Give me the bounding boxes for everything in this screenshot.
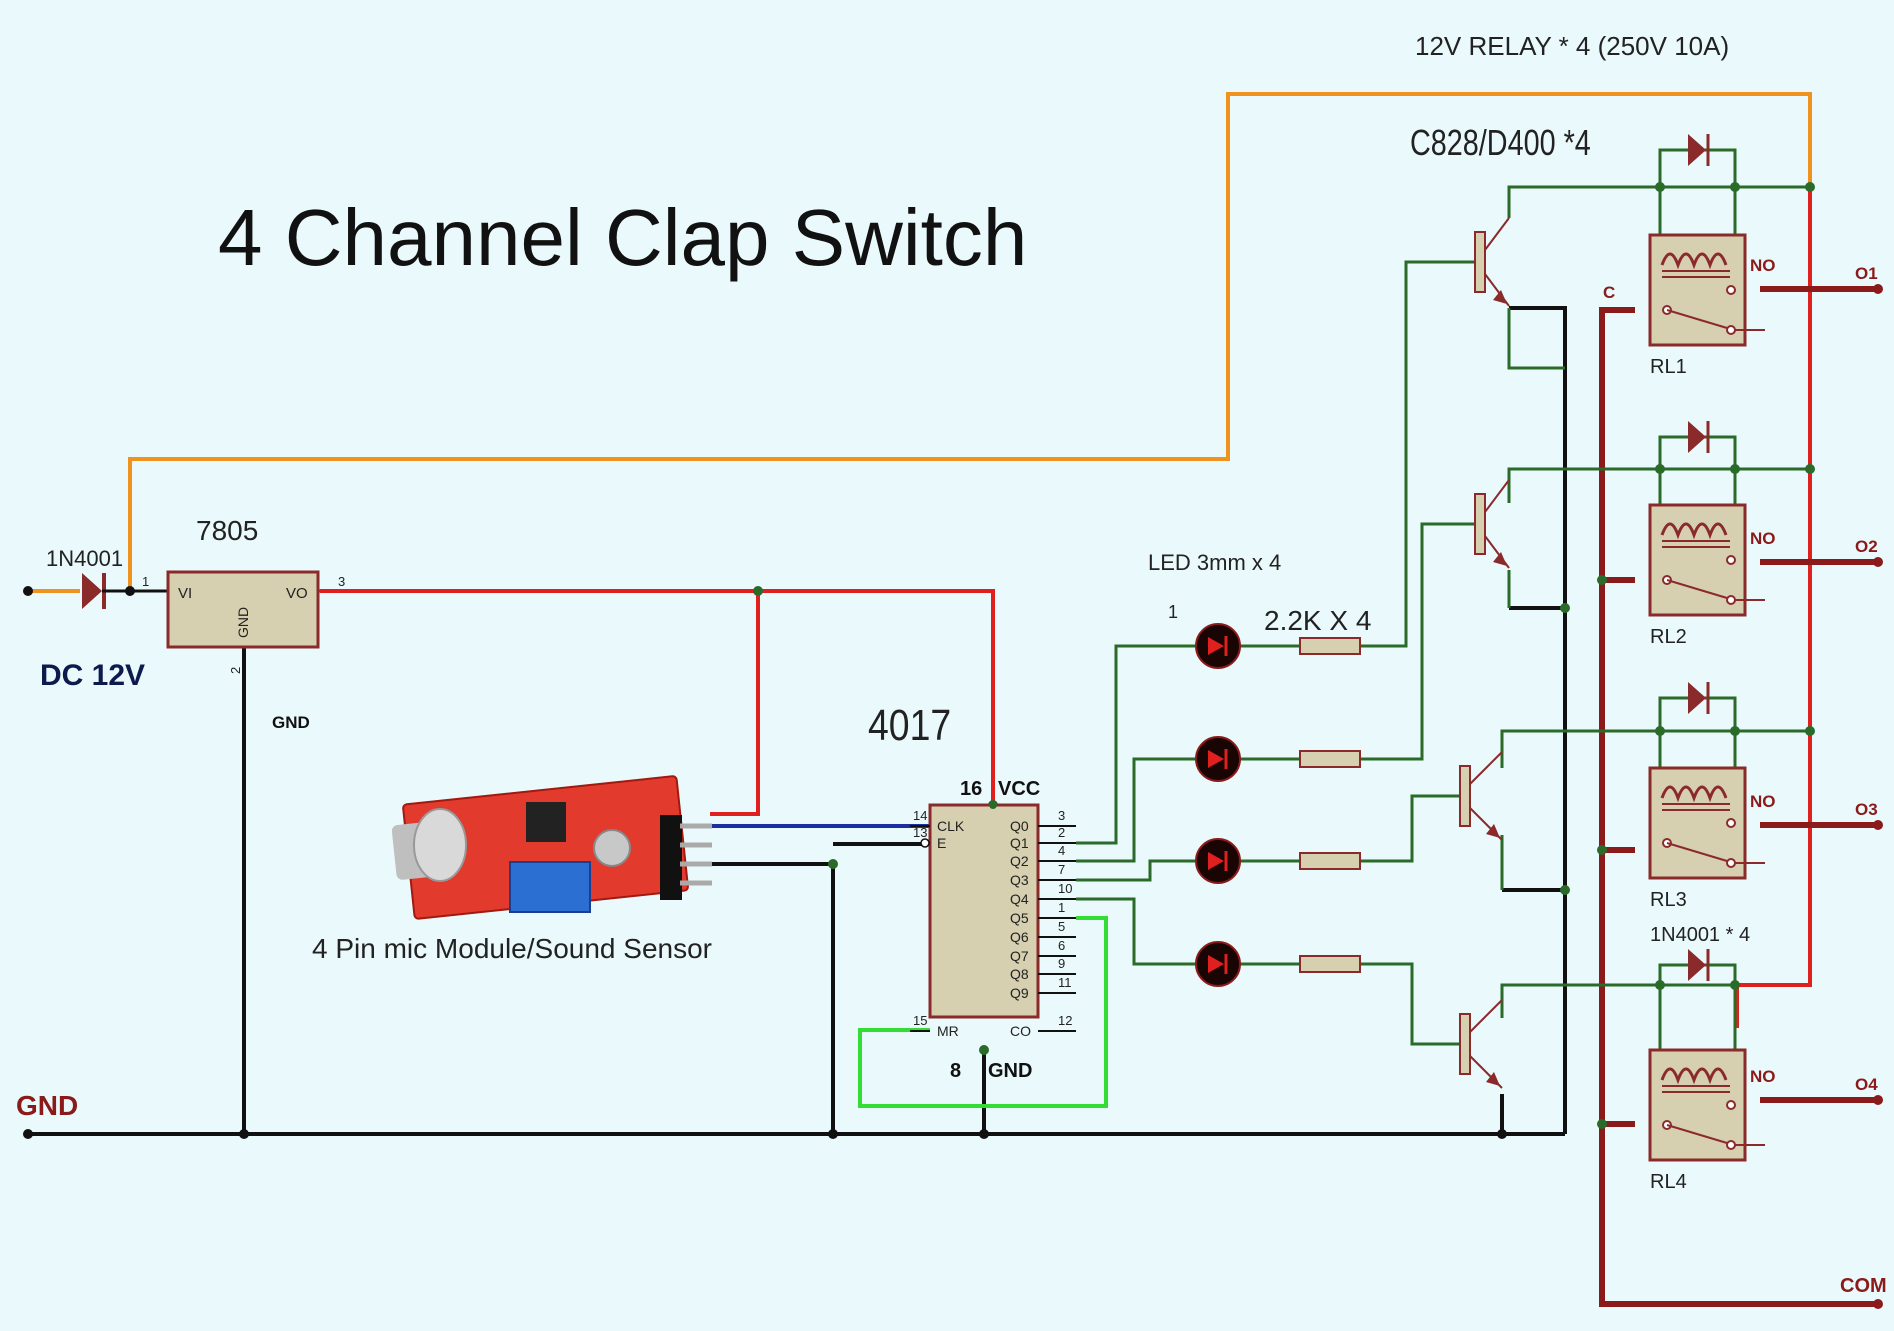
counter-left-pin-num: 15 — [913, 1013, 927, 1028]
counter-right-pin-num: 11 — [1058, 975, 1072, 990]
counter-vcc-label: VCC — [998, 778, 1040, 800]
wire-gnd — [28, 306, 1567, 1136]
relay-name: RL2 — [1650, 626, 1687, 648]
transistors — [1459, 217, 1510, 1089]
relay-name: RL4 — [1650, 1171, 1687, 1193]
counter-right-pin-label: Q8 — [1010, 966, 1029, 982]
wire-5v — [320, 187, 1812, 1028]
counter-right-pin-label: Q9 — [1010, 985, 1029, 1001]
counter-right-pin-label: Q7 — [1010, 948, 1029, 964]
relay-name: RL1 — [1650, 356, 1687, 378]
regulator-pin2: 2 — [228, 667, 243, 674]
wire-reset — [858, 916, 1108, 1108]
input-diode-label: 1N4001 — [46, 546, 123, 571]
counter-gnd-pin: 8 — [950, 1060, 961, 1082]
transistor-icon — [1474, 479, 1510, 569]
counter-right-pin-num: 3 — [1058, 808, 1065, 823]
mic-module — [391, 775, 712, 920]
relay-common-c-label: C — [1603, 283, 1615, 302]
regulator-pin1: 1 — [142, 574, 149, 589]
counter-right-pin-label: Q2 — [1010, 853, 1029, 869]
counter-right-pin-label: Q3 — [1010, 872, 1029, 888]
relay-no-label: NO — [1750, 792, 1776, 811]
resistor-label: 2.2K X 4 — [1264, 605, 1371, 636]
counter-right-pin-num: 5 — [1058, 919, 1065, 934]
counter-name: 4017 — [868, 700, 951, 750]
relay-output-label: O3 — [1855, 800, 1878, 819]
regulator-gnd-label: GND — [235, 607, 251, 638]
diagram-title: 4 Channel Clap Switch — [218, 193, 1027, 282]
relay-spec-label: 12V RELAY * 4 (250V 10A) — [1415, 31, 1729, 61]
relay-no-label: NO — [1750, 256, 1776, 275]
counter-right-pin-label: CO — [1010, 1023, 1031, 1039]
relay-no-label: NO — [1750, 529, 1776, 548]
counter-left-pin-label: MR — [937, 1023, 959, 1039]
counter-gnd-label: GND — [988, 1060, 1032, 1082]
counter-right-pin-num: 6 — [1058, 938, 1065, 953]
counter-right-pin-num: 4 — [1058, 843, 1065, 858]
gnd-main-label: GND — [16, 1090, 78, 1121]
transistor-icon — [1474, 217, 1510, 307]
counter-left-pin-num: 14 — [913, 808, 927, 823]
counter-right-pin-label: Q1 — [1010, 835, 1029, 851]
counter-right-pin-num: 1 — [1058, 900, 1065, 915]
led-pin-label: 1 — [1168, 602, 1178, 622]
relay-name: RL3 — [1650, 889, 1687, 911]
regulator-7805: VI VO GND 1 2 3 — [130, 570, 345, 674]
wire-common — [1599, 286, 1880, 1307]
dc-12v-label: DC 12V — [40, 659, 145, 692]
regulator-vo-label: VO — [286, 585, 308, 602]
counter-4017 — [928, 801, 1040, 1019]
relay-diode-spec-label: 1N4001 * 4 — [1650, 924, 1750, 946]
relay-output-label: O1 — [1855, 264, 1878, 283]
led-label: LED 3mm x 4 — [1148, 550, 1281, 575]
regulator-name: 7805 — [196, 515, 258, 546]
counter-right-pin-label: Q5 — [1010, 910, 1029, 926]
regulator-gnd-net-label: GND — [272, 713, 310, 732]
regulator-pin3: 3 — [338, 574, 345, 589]
counter-right-pin-num: 7 — [1058, 862, 1065, 877]
mic-module-label: 4 Pin mic Module/Sound Sensor — [312, 933, 712, 964]
resistor-icon — [1299, 637, 1361, 655]
relay-output-label: O2 — [1855, 537, 1878, 556]
resistor-icon — [1299, 955, 1361, 973]
transistor-icon — [1459, 999, 1503, 1089]
counter-right-pin-num: 10 — [1058, 881, 1072, 896]
transistor-spec-label: C828/D400 *4 — [1410, 122, 1591, 163]
counter-right-pin-label: Q6 — [1010, 929, 1029, 945]
counter-vcc-pin: 16 — [960, 778, 982, 800]
led-row — [1195, 623, 1361, 987]
wire-12v — [28, 92, 1812, 593]
counter-left-pin-label: E — [937, 835, 946, 851]
counter-left-pin-label: CLK — [937, 818, 965, 834]
resistor-icon — [1299, 852, 1361, 870]
transistor-icon — [1459, 751, 1503, 841]
input-diode — [82, 573, 130, 609]
resistor-icon — [1299, 750, 1361, 768]
regulator-vi-label: VI — [178, 585, 192, 602]
counter-left-pin-num: 13 — [913, 825, 927, 840]
relay-output-label: O4 — [1855, 1075, 1878, 1094]
com-label: COM — [1840, 1275, 1887, 1297]
counter-right-pin-label: Q0 — [1010, 818, 1029, 834]
counter-right-pin-num: 12 — [1058, 1013, 1072, 1028]
counter-right-pin-num: 9 — [1058, 956, 1065, 971]
counter-right-pin-label: Q4 — [1010, 891, 1029, 907]
relay-no-label: NO — [1750, 1067, 1776, 1086]
counter-right-pin-num: 2 — [1058, 825, 1065, 840]
